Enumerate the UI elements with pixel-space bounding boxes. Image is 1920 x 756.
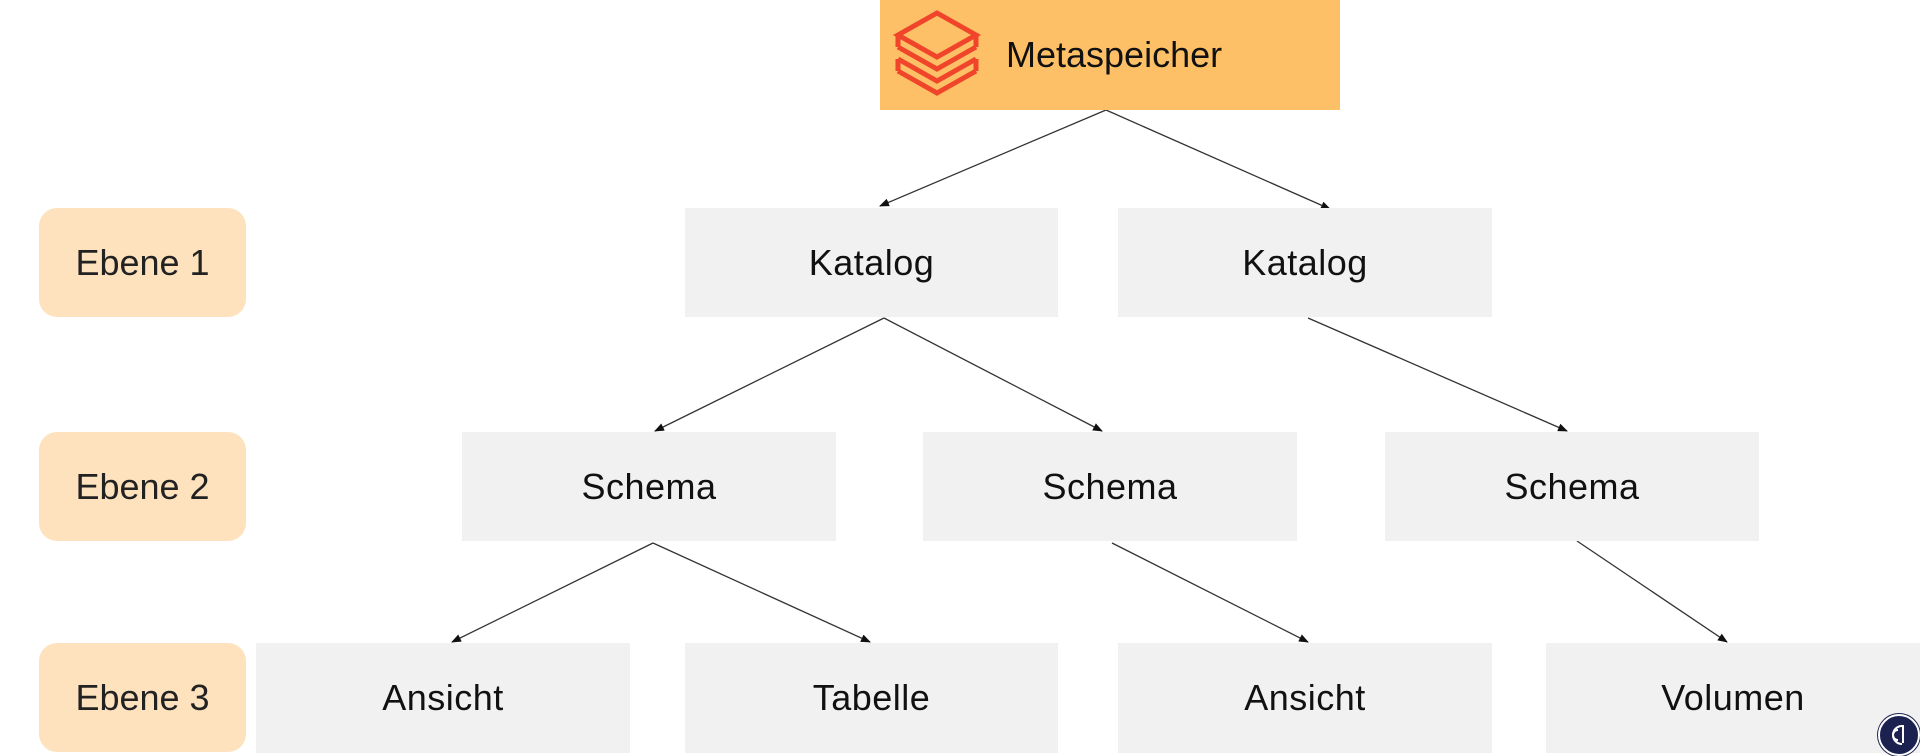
brand-logo-icon bbox=[1878, 714, 1920, 756]
edge-schema-3-volumen-1 bbox=[1576, 540, 1728, 643]
edge-schema-1-tabelle-1 bbox=[652, 542, 871, 643]
metastore-label: Metaspeicher bbox=[1006, 34, 1223, 75]
metastore-node[interactable]: Metaspeicher bbox=[880, 0, 1340, 110]
edge-schema-1-ansicht-1 bbox=[451, 542, 654, 643]
schema-node-2[interactable]: Schema bbox=[923, 432, 1297, 541]
level-2-label: Ebene 2 bbox=[39, 432, 246, 541]
stacked-layers-icon bbox=[892, 10, 982, 96]
edge-catalog-1-schema-2 bbox=[883, 317, 1103, 432]
edge-root-catalog-2 bbox=[1105, 109, 1331, 210]
view-node-2[interactable]: Ansicht bbox=[1118, 643, 1492, 753]
edge-root-catalog-1 bbox=[879, 109, 1107, 207]
catalog-node-2[interactable]: Katalog bbox=[1118, 208, 1492, 317]
edge-catalog-1-schema-1 bbox=[654, 317, 885, 432]
volume-node-1[interactable]: Volumen bbox=[1546, 643, 1920, 753]
edge-schema-2-ansicht-2 bbox=[1111, 542, 1309, 643]
schema-node-3[interactable]: Schema bbox=[1385, 432, 1759, 541]
schema-node-1[interactable]: Schema bbox=[462, 432, 836, 541]
table-node-1[interactable]: Tabelle bbox=[685, 643, 1058, 753]
edge-catalog-2-schema-3 bbox=[1307, 317, 1568, 432]
view-node-1[interactable]: Ansicht bbox=[256, 643, 630, 753]
level-3-label: Ebene 3 bbox=[39, 643, 246, 752]
catalog-node-1[interactable]: Katalog bbox=[685, 208, 1058, 317]
level-1-label: Ebene 1 bbox=[39, 208, 246, 317]
brand-logo-glyph bbox=[1892, 725, 1904, 745]
